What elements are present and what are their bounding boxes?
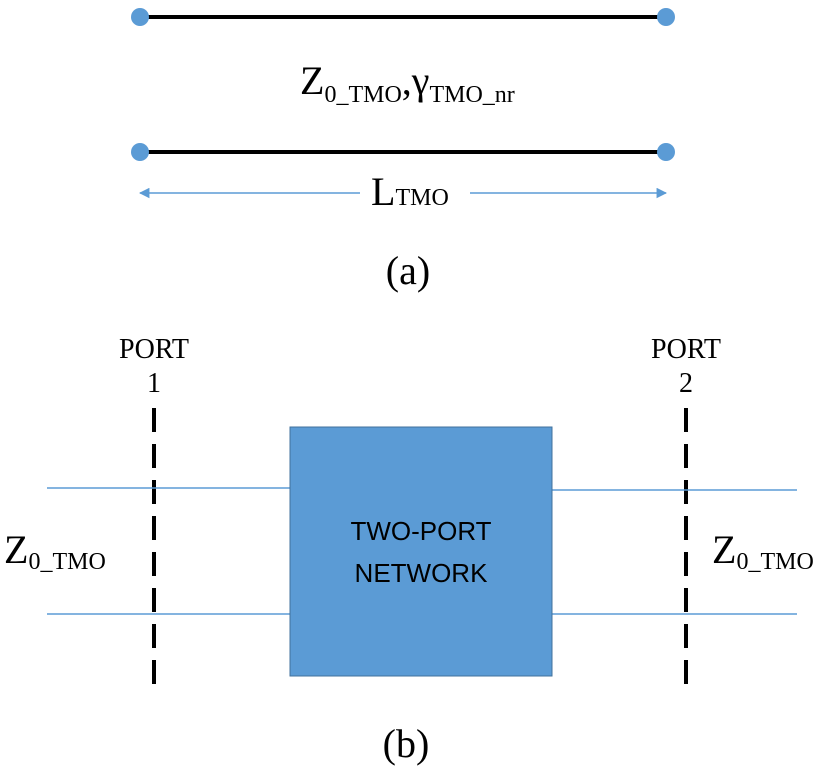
- two-port-network-box: [289, 426, 553, 677]
- length-subscript: TMO: [395, 185, 448, 211]
- line-params-label: Z0_TMO,γTMO_nr: [300, 58, 515, 108]
- top-left-terminal-dot: [131, 8, 149, 26]
- length-label: LTMO: [371, 169, 449, 214]
- right-impedance-symbol: Z: [712, 527, 736, 572]
- part-b: PORT 1 PORT 2 TWO-PORT NETWORK Z0_TMO Z0…: [4, 334, 814, 766]
- bottom-right-terminal-dot: [657, 143, 675, 161]
- impedance-symbol: Z: [300, 58, 324, 103]
- params-separator: ,: [402, 58, 412, 103]
- network-label-line1: TWO-PORT: [350, 516, 491, 546]
- gamma-subscript: TMO_nr: [429, 82, 514, 108]
- impedance-subscript: 0_TMO: [324, 82, 401, 108]
- port1-label-line1: PORT: [119, 334, 189, 365]
- part-a: Z0_TMO,γTMO_nr LTMO (a): [131, 8, 675, 293]
- left-impedance-subscript: 0_TMO: [28, 549, 105, 575]
- bottom-left-terminal-dot: [131, 143, 149, 161]
- network-label-line2: NETWORK: [355, 558, 489, 588]
- port2-label-line2: 2: [679, 368, 693, 399]
- port1-label-line2: 1: [147, 368, 161, 399]
- caption-a: (a): [386, 248, 430, 293]
- gamma-symbol: γ: [411, 58, 430, 103]
- left-impedance-label: Z0_TMO: [4, 527, 106, 575]
- right-impedance-label: Z0_TMO: [712, 527, 814, 575]
- length-symbol: L: [371, 169, 395, 214]
- right-impedance-subscript: 0_TMO: [736, 549, 813, 575]
- caption-b: (b): [383, 721, 430, 766]
- top-right-terminal-dot: [657, 8, 675, 26]
- port2-label-line1: PORT: [651, 334, 721, 365]
- left-impedance-symbol: Z: [4, 527, 28, 572]
